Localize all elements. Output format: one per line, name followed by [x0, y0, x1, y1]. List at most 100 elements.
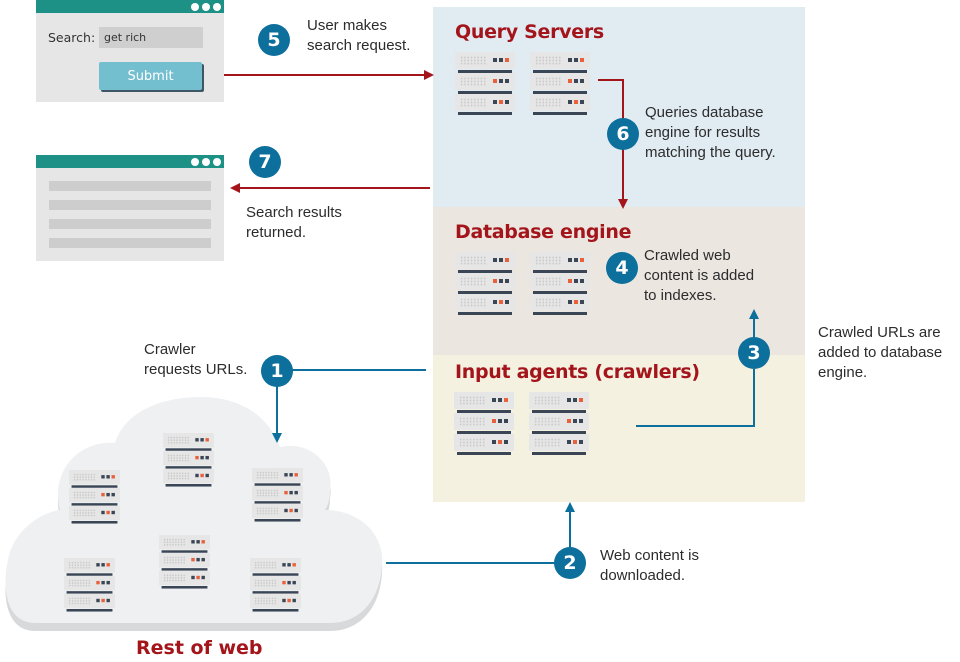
- vent-grid: [163, 538, 186, 547]
- window-dot-icon: [191, 2, 199, 11]
- status-light-icon: [504, 440, 508, 444]
- window-titlebar: [36, 0, 224, 13]
- server-unit: [530, 73, 590, 94]
- status-light-icon: [568, 279, 572, 283]
- status-light-icon: [568, 300, 572, 304]
- vent-grid: [256, 507, 279, 515]
- status-light-icon: [580, 300, 584, 304]
- status-light-icon: [195, 438, 199, 442]
- rack-rail: [165, 484, 212, 487]
- server-unit: [455, 273, 515, 294]
- server-unit: [455, 252, 515, 273]
- step-5-caption: User makes search request.: [307, 16, 410, 56]
- rack-rail: [458, 91, 512, 94]
- status-light-icon: [505, 300, 509, 304]
- server-rack-icon: [163, 433, 214, 487]
- step-badge-3: 3: [738, 337, 770, 369]
- step-6-caption: Queries database engine for results matc…: [645, 103, 776, 163]
- result-line: [49, 219, 211, 229]
- status-light-icon: [567, 419, 571, 423]
- server-unit: [250, 593, 301, 612]
- status-light-icon: [579, 398, 583, 402]
- caption-line: content is added: [644, 267, 755, 284]
- rack-rail: [66, 573, 113, 576]
- status-light-icon: [574, 300, 578, 304]
- status-light-icon: [579, 440, 583, 444]
- status-light-icon: [106, 580, 110, 585]
- caption-line: downloaded.: [600, 567, 686, 584]
- window-dot-icon: [213, 157, 221, 166]
- status-light-icon: [201, 557, 205, 562]
- status-light-icon: [580, 100, 584, 104]
- vent-grid: [254, 597, 277, 605]
- status-light-icon: [498, 419, 502, 423]
- status-light-icon: [292, 580, 296, 585]
- server-rack-icon: [530, 252, 590, 315]
- status-light-icon: [101, 475, 105, 479]
- status-light-icon: [505, 279, 509, 283]
- submit-button[interactable]: Submit: [99, 62, 202, 90]
- status-light-icon: [200, 438, 204, 442]
- server-unit: [64, 575, 115, 594]
- server-unit: [252, 468, 303, 486]
- rack-rail: [161, 568, 208, 571]
- server-unit: [530, 294, 590, 315]
- vent-grid: [68, 597, 91, 605]
- status-light-icon: [499, 279, 503, 283]
- status-light-icon: [196, 557, 200, 562]
- status-light-icon: [580, 258, 584, 262]
- server-unit: [64, 593, 115, 612]
- status-light-icon: [568, 79, 572, 83]
- step-7-caption: Search results returned.: [246, 203, 342, 243]
- step-badge-4: 4: [606, 252, 638, 284]
- rack-rail: [533, 270, 587, 273]
- vent-grid: [73, 491, 96, 499]
- search-input[interactable]: [99, 27, 203, 48]
- rack-rail: [533, 291, 587, 294]
- rack-rail: [254, 519, 301, 522]
- server-unit: [529, 434, 589, 455]
- status-light-icon: [289, 490, 293, 495]
- status-light-icon: [505, 58, 509, 62]
- step-badge-2: 2: [554, 547, 586, 579]
- vent-grid: [460, 256, 486, 265]
- status-light-icon: [201, 575, 205, 580]
- server-unit: [252, 485, 303, 504]
- server-unit: [529, 413, 589, 434]
- server-unit: [250, 558, 301, 576]
- server-unit: [530, 94, 590, 115]
- server-rack-icon: [455, 252, 515, 315]
- status-light-icon: [200, 473, 204, 478]
- vent-grid: [534, 417, 560, 426]
- query-servers-title: Query Servers: [455, 21, 604, 43]
- server-unit: [163, 433, 214, 451]
- server-rack-icon: [159, 535, 210, 589]
- status-light-icon: [282, 598, 286, 603]
- status-light-icon: [96, 580, 100, 585]
- status-light-icon: [284, 490, 288, 495]
- server-rack-icon: [530, 52, 590, 115]
- caption-line: User makes: [307, 17, 388, 34]
- vent-grid: [534, 438, 560, 447]
- vent-grid: [535, 298, 561, 307]
- status-light-icon: [205, 455, 209, 460]
- server-unit: [530, 52, 590, 73]
- status-light-icon: [493, 300, 497, 304]
- server-rack-icon: [529, 392, 589, 455]
- step-1-caption: Crawler requests URLs.: [144, 340, 247, 380]
- caption-line: engine for results: [645, 124, 761, 141]
- status-light-icon: [505, 79, 509, 83]
- caption-line: Crawled URLs are: [818, 324, 941, 341]
- arrow-query-database: [598, 79, 628, 209]
- status-light-icon: [504, 398, 508, 402]
- vent-grid: [68, 561, 91, 570]
- server-unit: [64, 558, 115, 576]
- rack-rail: [457, 452, 511, 455]
- rack-rail: [66, 609, 113, 612]
- step-2-caption: Web content is downloaded.: [600, 546, 699, 586]
- status-light-icon: [567, 398, 571, 402]
- server-rack-icon: [64, 558, 115, 612]
- status-light-icon: [492, 419, 496, 423]
- server-unit: [530, 273, 590, 294]
- step-4-caption: Crawled web content is added to indexes.: [644, 246, 754, 306]
